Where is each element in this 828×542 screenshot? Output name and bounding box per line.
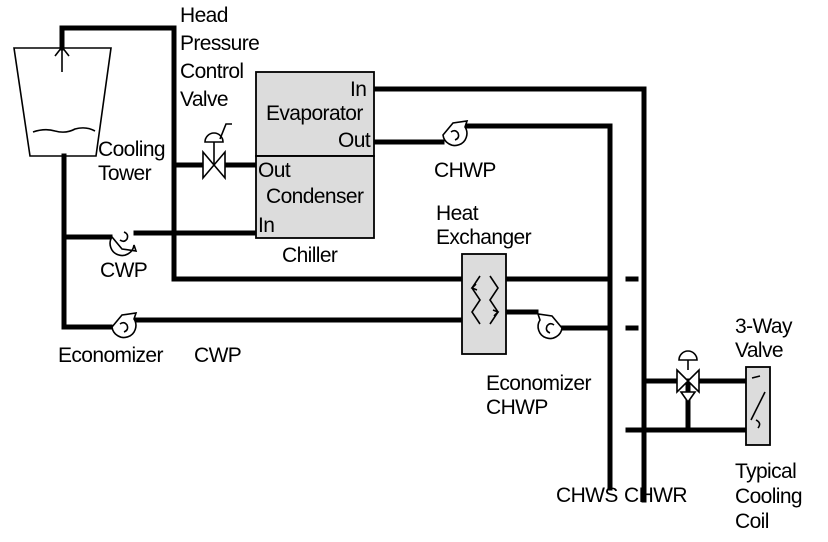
- condenser-out-label: Out: [258, 159, 291, 182]
- cwp-pump-icon: [109, 231, 138, 257]
- cwp-label: CWP: [100, 259, 147, 282]
- economizer-cwp-pump-icon: [111, 312, 138, 339]
- cooling-tower-label: Cooling Tower: [98, 138, 170, 185]
- evaporator-box: [255, 71, 375, 157]
- cooling-tower: [13, 45, 112, 157]
- evaporator-out-label: Out: [338, 129, 371, 152]
- chwp-pump-icon: [442, 120, 469, 147]
- chwp-label: CHWP: [434, 159, 496, 182]
- three-way-valve-label: 3-Way Valve: [735, 315, 797, 362]
- heat-exchanger: [461, 253, 507, 355]
- head-pressure-control-valve: [202, 123, 232, 181]
- piping: [59, 25, 749, 503]
- cooling-coil: [745, 366, 771, 446]
- chiller-label: Chiller: [282, 244, 338, 267]
- condenser-label: Condenser: [266, 185, 364, 208]
- head-pressure-valve-label: Head Pressure Control Valve: [180, 4, 264, 111]
- chws-label: CHWS: [556, 484, 618, 507]
- economizer-chwp-label: Economizer CHWP: [486, 372, 596, 419]
- evaporator-in-label: In: [350, 78, 366, 101]
- three-way-valve: [676, 350, 700, 404]
- economizer-cwp-label: CWP: [194, 344, 241, 367]
- chwr-label: CHWR: [624, 484, 687, 507]
- economizer-label: Economizer: [58, 344, 163, 367]
- evaporator-label: Evaporator: [266, 102, 363, 125]
- economizer-chwp-pump-icon: [536, 313, 563, 340]
- cooling-coil-label: Typical Cooling Coil: [735, 460, 807, 533]
- heat-exchanger-label: Heat Exchanger: [436, 202, 532, 249]
- condenser-in-label: In: [258, 214, 274, 237]
